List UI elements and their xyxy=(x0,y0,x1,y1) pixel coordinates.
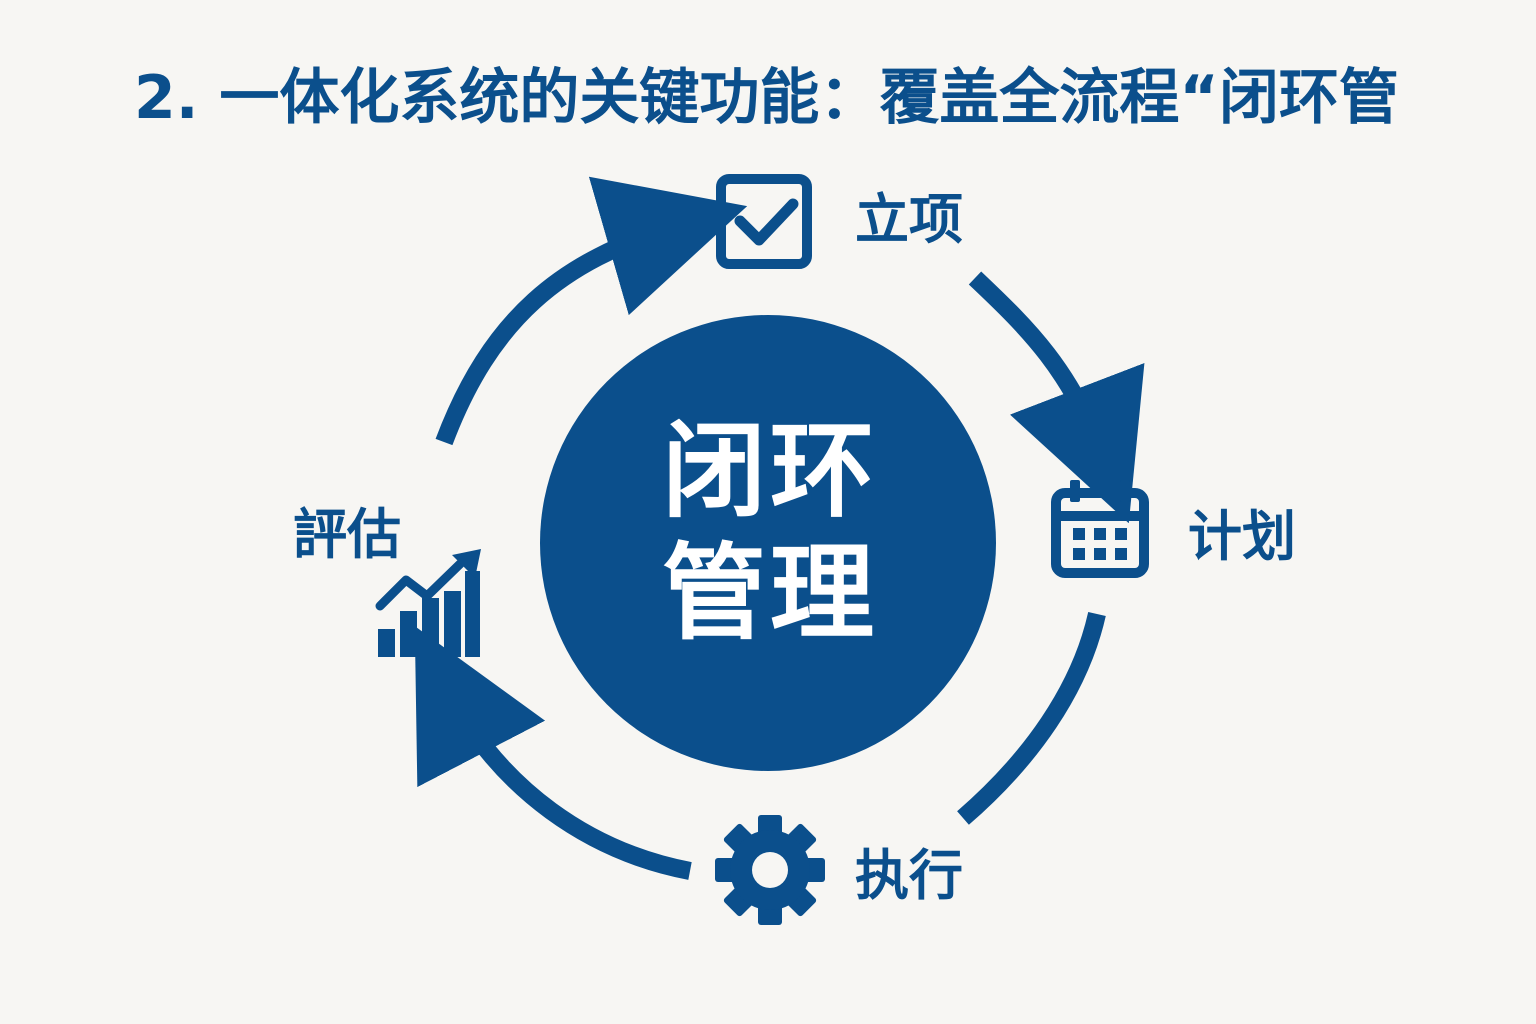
center-title-line-1: 闭环 xyxy=(661,410,878,532)
center-circle xyxy=(540,315,996,771)
arrow-plan-to-execute xyxy=(957,612,1106,825)
stage-label-execute: 执行 xyxy=(855,844,963,907)
center-title: 闭环 管理 xyxy=(620,410,920,654)
center-title-line-2: 管理 xyxy=(661,532,878,654)
growth-chart-icon xyxy=(375,549,481,657)
arrow-execute-to-evaluate xyxy=(414,626,692,880)
calendar-icon xyxy=(1051,480,1149,578)
stage-label-initiation: 立项 xyxy=(855,188,963,251)
gear-icon xyxy=(715,815,825,925)
checkbox-icon xyxy=(716,174,812,269)
stage-label-evaluate: 評估 xyxy=(293,503,401,566)
page-title: 2. 一体化系统的关键功能：覆盖全流程“闭环管 xyxy=(134,63,1399,133)
arrow-initiation-to-plan xyxy=(968,271,1145,524)
arrow-evaluate-to-initiation xyxy=(435,176,748,446)
stage-label-plan: 计划 xyxy=(1188,505,1296,568)
